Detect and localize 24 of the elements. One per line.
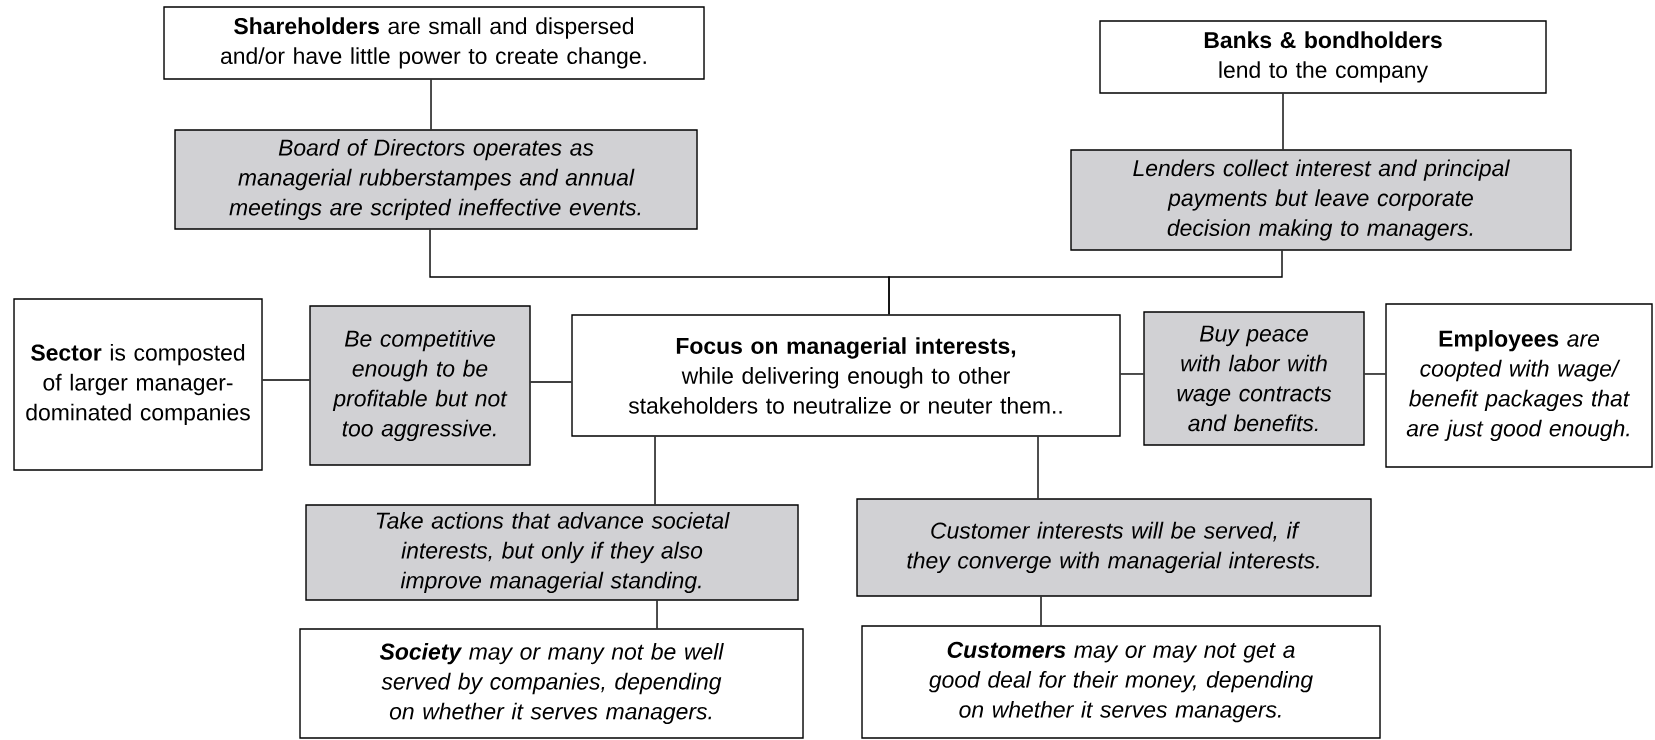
- connector-line: [262, 379, 310, 381]
- stakeholder-box: Employees are coopted with wage/ benefit packages that are just good enough.: [1385, 303, 1653, 468]
- connector-line: [430, 79, 432, 130]
- note-box: Take actions that advance societal interests, but only if they also improve managerial standing.: [305, 504, 799, 601]
- note-box: Buy peace with labor with wage contracts and benefits.: [1143, 311, 1365, 446]
- stakeholder-box: Customers may or may not get a good deal for their money, depending on whether it serves managers.: [861, 625, 1381, 739]
- stakeholder-box: Banks & bondholders lend to the company: [1099, 20, 1547, 94]
- connector-line: [656, 600, 658, 629]
- note-box: Board of Directors operates as managerial rubberstampes and annual meetings are scripted ineffective events.: [174, 129, 698, 230]
- connector-line: [888, 250, 1283, 315]
- connector-line: [1282, 93, 1284, 150]
- connector-line: [1364, 373, 1386, 375]
- central-box: Focus on managerial interests, while delivering enough to other stakeholders to neutralize or neuter them..: [571, 314, 1121, 437]
- stakeholder-box: Sector is composted of larger manager-dominated companies: [13, 298, 263, 471]
- stakeholder-box: Shareholders are small and dispersed and/or have little power to create change.: [163, 6, 705, 80]
- stakeholder-box: Society may or many not be well served by companies, depending on whether it serves managers.: [299, 628, 804, 739]
- connector-line: [1037, 436, 1039, 499]
- connector-line: [654, 436, 656, 505]
- note-box: Be competitive enough to be profitable but not too aggressive.: [309, 305, 531, 466]
- note-box: Customer interests will be served, if they converge with managerial interests.: [856, 498, 1372, 597]
- connector-line: [530, 381, 572, 383]
- note-box: Lenders collect interest and principal payments but leave corporate decision making to managers.: [1070, 149, 1572, 251]
- connector-line: [1040, 596, 1042, 626]
- connector-line: [1120, 373, 1144, 375]
